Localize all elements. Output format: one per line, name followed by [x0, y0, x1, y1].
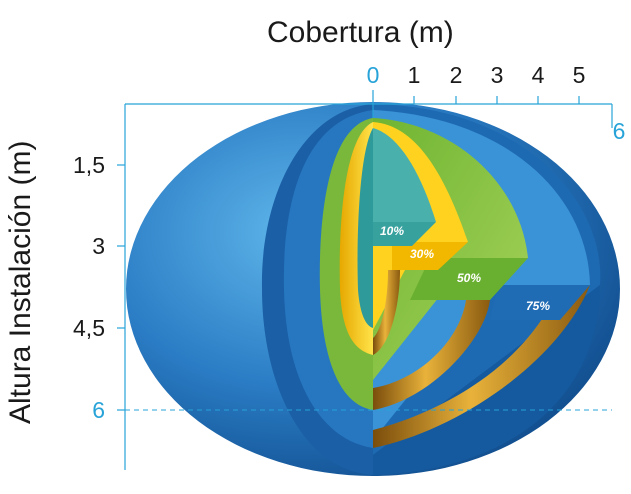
- x-tick-0: 0: [366, 62, 380, 88]
- y-tick-marks: [117, 164, 125, 411]
- zone-50-rim: [373, 300, 490, 410]
- zone-75-ledge: [490, 285, 590, 320]
- zone-label-10: 10%: [380, 224, 404, 238]
- y-tick-1-5: 1,5: [73, 152, 105, 178]
- y-tick-4-5: 4,5: [73, 315, 105, 341]
- y-tick-6: 6: [92, 397, 105, 423]
- zone-label-50: 50%: [457, 271, 481, 285]
- x-tick-6: 6: [612, 118, 626, 144]
- zone-10-ledge: [373, 222, 436, 246]
- x-tick-1: 1: [407, 62, 421, 88]
- x-tick-marks: [413, 96, 580, 104]
- zone-30-ledge: [392, 242, 468, 270]
- axes: [117, 90, 613, 470]
- zone-label-30: 30%: [410, 247, 434, 261]
- zone-10-shell: [357, 128, 373, 328]
- x-tick-5: 5: [572, 62, 586, 88]
- zone-10-face: [373, 128, 436, 222]
- y-axis-title: Altura Instalación (m): [4, 140, 37, 424]
- y-tick-3: 3: [92, 233, 105, 259]
- zone-30-rim: [373, 270, 400, 355]
- zone-label-75: 75%: [526, 299, 550, 313]
- x-tick-3: 3: [490, 62, 504, 88]
- x-tick-4: 4: [531, 62, 545, 88]
- x-axis-title: Cobertura (m): [267, 16, 454, 49]
- x-tick-2: 2: [449, 62, 463, 88]
